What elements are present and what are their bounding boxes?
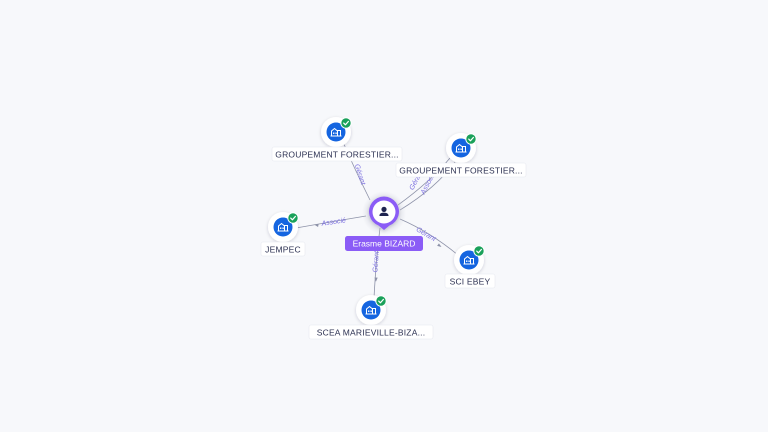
- building-icon: [463, 255, 475, 265]
- edge-label: Associé: [320, 217, 346, 227]
- verified-check-icon: [287, 212, 299, 224]
- verified-check-icon: [340, 117, 352, 129]
- edge-arrow: [437, 243, 442, 248]
- center-label: Erasme BIZARD: [353, 239, 416, 249]
- nodes-layer: GROUPEMENT FORESTIER...GROUPEMENT FOREST…: [260, 117, 527, 340]
- edge-jempec: Associé: [295, 215, 367, 229]
- company-node-gf1[interactable]: GROUPEMENT FORESTIER...: [271, 117, 403, 162]
- center-label-box: [345, 236, 423, 251]
- edge-label: Gérant: [353, 163, 367, 187]
- edge-arrow: [314, 223, 319, 227]
- node-label: SCEA MARIEVILLE-BIZA...: [317, 328, 426, 338]
- verified-check-icon: [465, 133, 477, 145]
- node-label: GROUPEMENT FORESTIER...: [275, 150, 398, 160]
- node-label: JEMPEC: [265, 245, 301, 255]
- building-icon: [330, 127, 342, 137]
- building-icon: [365, 305, 377, 315]
- person-icon: [379, 206, 389, 216]
- node-label-box: [444, 273, 496, 289]
- node-label-box: [395, 162, 527, 178]
- node-label-box: [308, 324, 434, 340]
- verified-check-icon: [375, 295, 387, 307]
- edge-label: Gérant: [372, 250, 381, 273]
- center-node[interactable]: Erasme BIZARD: [345, 191, 423, 251]
- company-node-scea[interactable]: SCEA MARIEVILLE-BIZA...: [308, 295, 434, 340]
- node-label-box: [271, 146, 403, 162]
- edge-arrow: [374, 277, 378, 282]
- verified-check-icon: [473, 245, 485, 257]
- node-label: GROUPEMENT FORESTIER...: [399, 166, 522, 176]
- node-label: SCI EBEY: [450, 277, 491, 287]
- company-node-gf2[interactable]: GROUPEMENT FORESTIER...: [395, 133, 527, 178]
- building-icon: [455, 143, 467, 153]
- company-node-jempec[interactable]: JEMPEC: [260, 212, 306, 257]
- node-label-box: [260, 241, 306, 257]
- building-icon: [277, 222, 289, 232]
- company-node-sci[interactable]: SCI EBEY: [444, 245, 496, 289]
